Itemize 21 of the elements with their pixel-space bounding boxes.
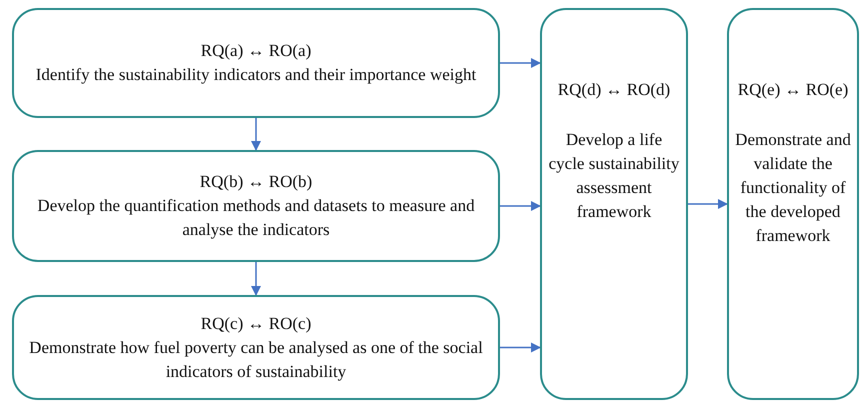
process-box [12,295,500,400]
description-text: Develop the quantification methods and datasets to measure and analyse the indicators [36,195,476,241]
description-text: Develop a life cycle sustainability assessment framework [548,129,680,223]
arrow [251,262,261,296]
arrow [500,58,541,68]
heading-text: RQ(a) ↔ RO(a) [200,40,312,62]
process-box [12,8,500,118]
heading-text: RQ(c) ↔ RO(c) [200,312,312,334]
arrow [500,342,541,352]
heading-text: RQ(d) ↔ RO(d) [558,79,670,101]
heading-text: RQ(e) ↔ RO(e) [738,79,848,101]
description-text: Demonstrate and validate the functionality of the developed framework [734,129,852,247]
description-text: Identify the sustainability indicators and their importance weight [36,64,476,86]
arrow [688,199,728,209]
process-box [12,150,500,262]
heading-text: RQ(b) ↔ RO(b) [200,171,312,193]
description-text: Demonstrate how fuel poverty can be analysed as one of the social indicators of sustainability [28,336,484,383]
process-box [727,8,859,400]
process-box [540,8,688,400]
arrow [251,118,261,151]
arrow [500,201,541,211]
